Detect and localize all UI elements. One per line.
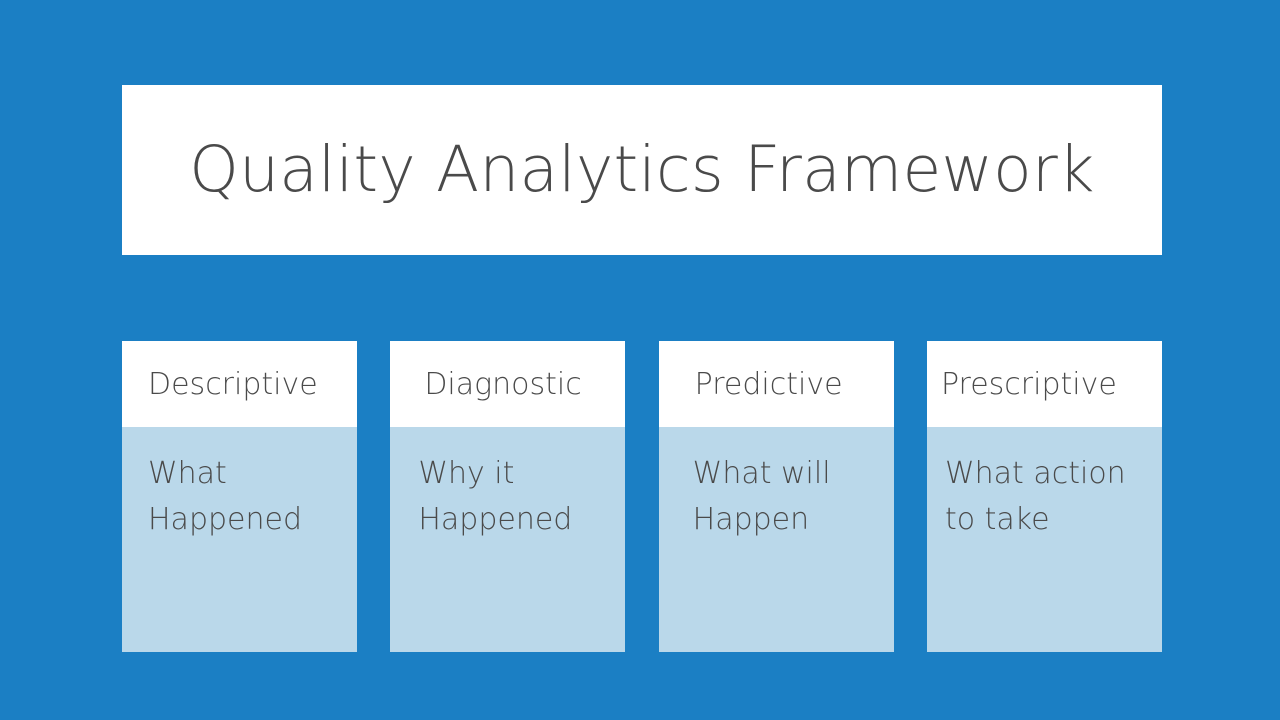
card-description-diagnostic: Why it Happened	[418, 456, 573, 537]
card-description-prescriptive: What action to take	[944, 456, 1126, 537]
card-title-predictive: Predictive	[694, 366, 843, 402]
card-header-diagnostic: Diagnostic	[390, 341, 626, 427]
card-diagnostic[interactable]: Diagnostic Why it Happened	[390, 341, 626, 652]
title-banner: Quality Analytics Framework	[122, 85, 1162, 255]
card-header-descriptive: Descriptive	[122, 341, 357, 427]
card-title-prescriptive: Prescriptive	[940, 366, 1117, 402]
card-title-descriptive: Descriptive	[148, 366, 318, 402]
page-title: Quality Analytics Framework	[189, 132, 1095, 206]
card-body-descriptive: What Happened	[122, 427, 357, 652]
card-body-predictive: What will Happen	[658, 427, 894, 652]
card-description-predictive: What will Happen	[692, 456, 831, 537]
card-header-predictive: Predictive	[658, 341, 894, 427]
card-title-diagnostic: Diagnostic	[424, 366, 582, 402]
card-predictive[interactable]: Predictive What will Happen	[658, 341, 894, 652]
card-prescriptive[interactable]: Prescriptive What action to take	[926, 341, 1162, 652]
analytics-card-row: Descriptive What Happened Diagnostic Why…	[122, 341, 1162, 652]
card-descriptive[interactable]: Descriptive What Happened	[122, 341, 357, 652]
card-description-descriptive: What Happened	[148, 456, 302, 537]
card-body-prescriptive: What action to take	[926, 427, 1162, 652]
card-header-prescriptive: Prescriptive	[926, 341, 1162, 427]
card-body-diagnostic: Why it Happened	[390, 427, 626, 652]
